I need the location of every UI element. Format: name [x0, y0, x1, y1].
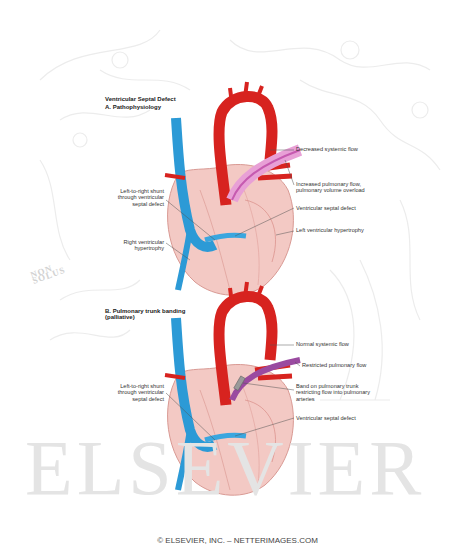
callout-label: Right ventricular hypertrophy: [108, 239, 164, 252]
section-heading: A. Pathophysiology: [105, 104, 225, 110]
callout-label: Increased pulmonary flow, pulmonary volu…: [296, 181, 381, 194]
watermark-text: ELSEVIER: [25, 428, 465, 508]
section-heading: B. Pulmonary trunk banding (palliative): [105, 308, 215, 321]
callout-label: Ventricular septal defect: [296, 415, 376, 421]
diagram-title: Ventricular Septal Defect: [105, 96, 245, 102]
callout-label: Ventricular septal defect: [296, 205, 376, 211]
caption: © ELSEVIER, INC. – NETTERIMAGES.COM: [0, 536, 475, 546]
callout-label: Band on pulmonary trunk restricting flow…: [296, 383, 376, 402]
callout-label: Normal systemic flow: [296, 341, 376, 347]
watermark-text: NON SOLUS: [30, 252, 91, 285]
callout-label: Decreased systemic flow: [296, 146, 376, 152]
callout-label: Left-to-right shunt through ventricular …: [108, 188, 164, 207]
callout-label: Left ventricular hypertrophy: [296, 227, 366, 233]
callout-label: Left-to-right shunt through ventricular …: [108, 383, 164, 402]
callout-label: Restricted pulmonary flow: [302, 362, 382, 368]
